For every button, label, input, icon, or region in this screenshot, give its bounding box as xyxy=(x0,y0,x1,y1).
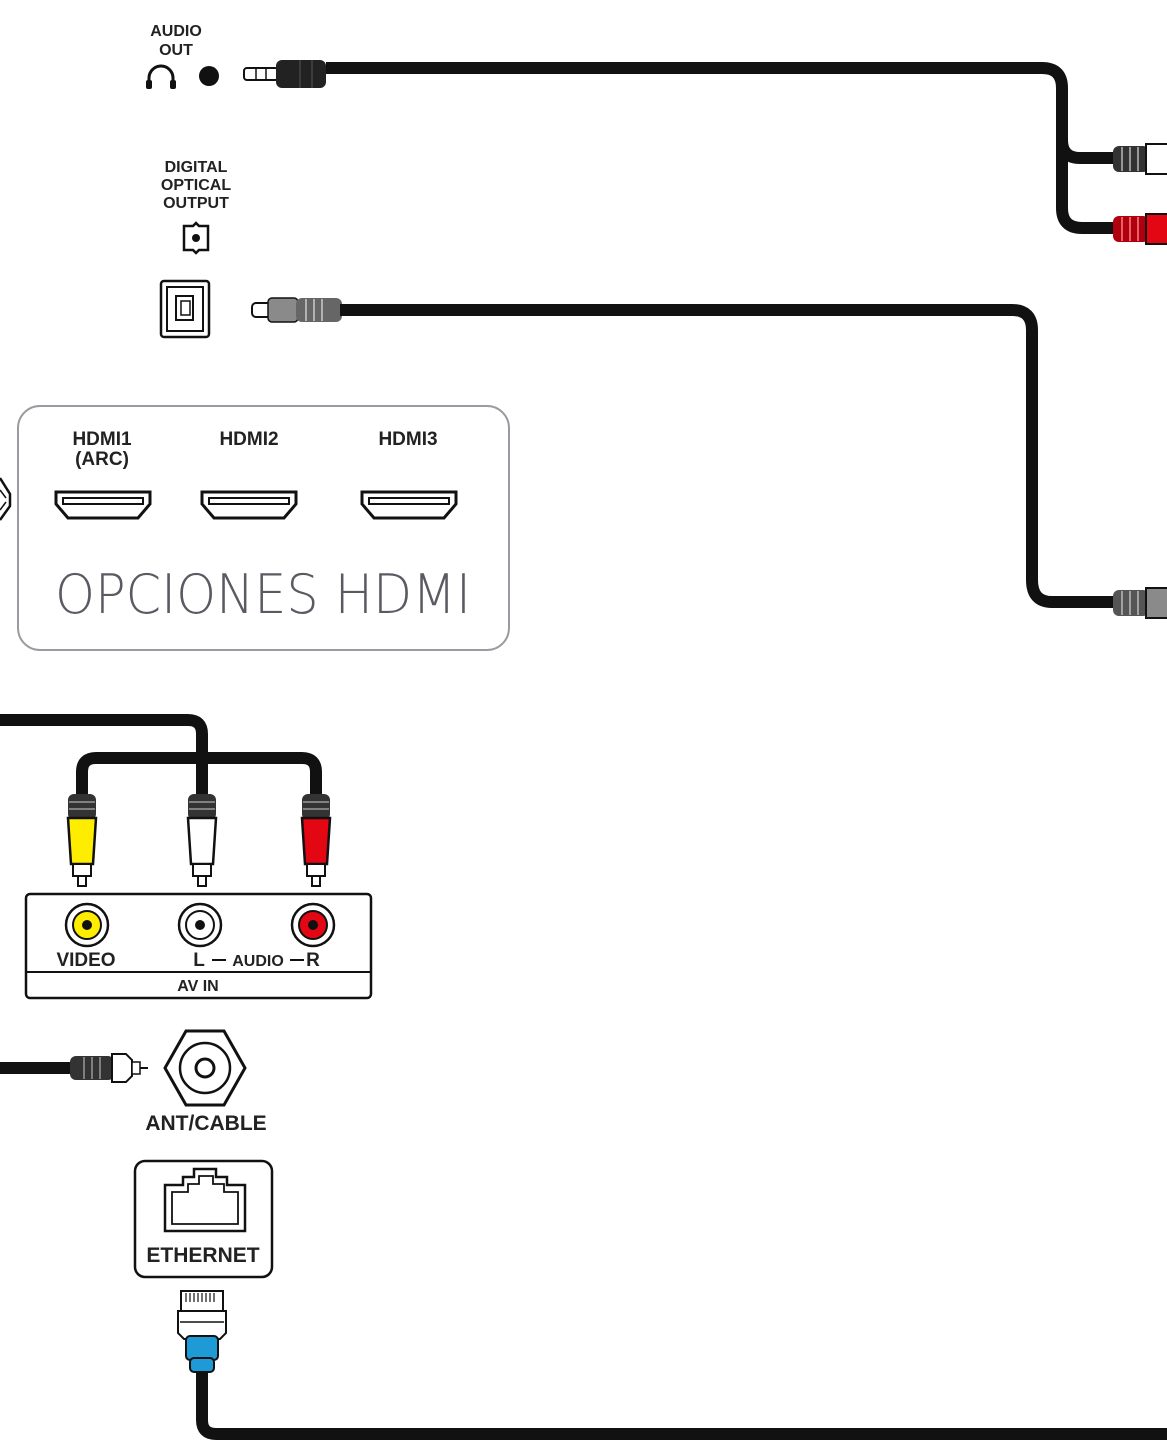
rca-plug-red-right xyxy=(1113,213,1167,245)
optical-section: DIGITAL OPTICAL OUTPUT xyxy=(159,159,231,339)
audio-l-jack xyxy=(177,902,223,948)
rj45-plug xyxy=(177,1290,227,1373)
optical-cable xyxy=(340,304,1115,608)
ethernet-panel: ETHERNET xyxy=(133,1159,274,1279)
hdmi3-label: HDMI3 xyxy=(378,429,437,450)
hdmi-panel-title: OPCIONES HDMI xyxy=(55,563,471,626)
audio-out-label-line1: AUDIO xyxy=(150,23,202,40)
video-label: VIDEO xyxy=(56,950,115,971)
optical-plug-right xyxy=(1113,587,1167,619)
av-in-panel: VIDEO L AUDIO R AV IN xyxy=(24,892,373,1000)
av-in-label: AV IN xyxy=(177,978,218,995)
audio-out-jack xyxy=(199,66,219,86)
ethernet-label: ETHERNET xyxy=(146,1244,259,1267)
coax-port xyxy=(163,1029,247,1107)
ant-cable-label: ANT/CABLE xyxy=(145,1112,266,1135)
ethernet-port-icon xyxy=(163,1167,247,1233)
audio-r-label: R xyxy=(306,950,320,971)
optical-label-line1: DIGITAL xyxy=(165,159,228,176)
hdmi1-port xyxy=(54,490,152,520)
optical-port xyxy=(159,279,211,339)
hdmi-plug-edge xyxy=(0,477,12,521)
audio-3-5mm-plug xyxy=(243,60,326,88)
rca-plug-yellow xyxy=(66,794,98,887)
optical-label-line2: OPTICAL xyxy=(161,177,231,194)
audio-cable-red xyxy=(1056,140,1115,234)
audio-out-section: AUDIO OUT xyxy=(146,23,326,89)
audio-r-jack xyxy=(290,902,336,948)
audio-cable-white xyxy=(326,62,1115,164)
av-cable-main xyxy=(0,714,208,800)
rca-plug-white xyxy=(186,794,218,887)
headphone-icon xyxy=(146,64,176,89)
audio-l-label: L xyxy=(193,950,205,971)
hdmi1-label-line1: HDMI1 xyxy=(72,429,132,450)
hdmi1-label-line2: (ARC) xyxy=(75,449,129,470)
video-jack xyxy=(64,902,110,948)
rca-plug-white-right xyxy=(1113,143,1167,175)
hdmi2-label: HDMI2 xyxy=(219,429,278,450)
hdmi2-port xyxy=(200,490,298,520)
coax-plug xyxy=(70,1053,148,1083)
ethernet-cable xyxy=(196,1372,1167,1440)
av-cable-branch xyxy=(76,752,322,800)
optical-icon xyxy=(182,221,210,255)
optical-label-line3: OUTPUT xyxy=(163,195,229,212)
rca-plug-red xyxy=(300,794,332,887)
audio-mid-label: AUDIO xyxy=(232,953,284,970)
audio-out-label-line2: OUT xyxy=(159,42,193,59)
hdmi-panel: HDMI1 (ARC) HDMI2 HDMI3 OPCIONES HDMI xyxy=(17,405,510,651)
hdmi3-port xyxy=(360,490,458,520)
optical-plug xyxy=(251,297,342,323)
